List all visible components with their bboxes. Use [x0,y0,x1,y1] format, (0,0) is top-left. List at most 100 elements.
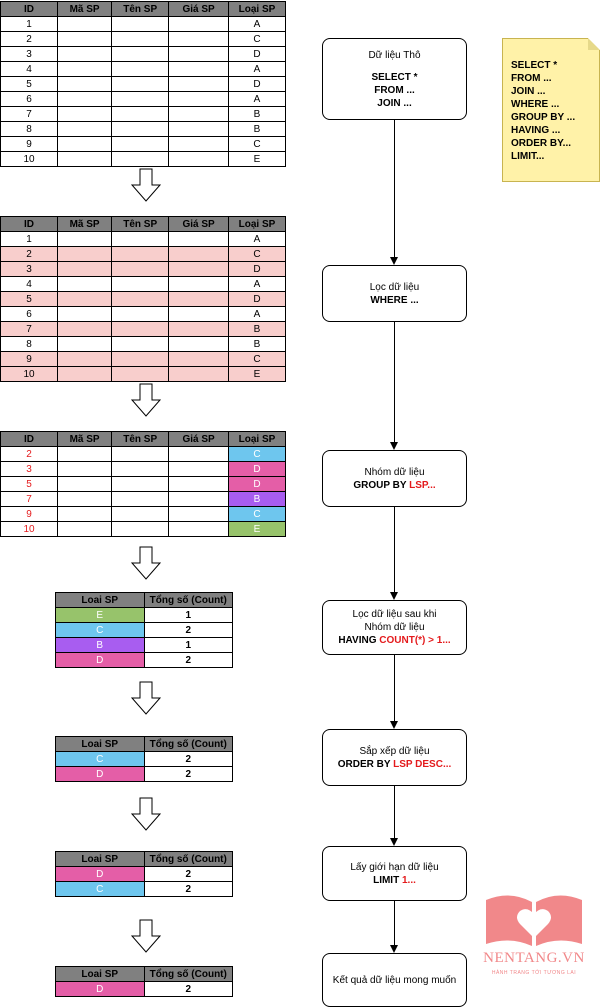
empty-cell [168,16,229,32]
empty-cell [168,61,229,77]
column-header: Loai SP [55,736,145,752]
category-cell: A [227,231,287,247]
note-lines: SELECT *FROM ...JOIN ...WHERE ...GROUP B… [511,59,575,163]
category-cell: A [227,91,287,107]
category-cell: D [55,981,145,997]
empty-cell [56,461,113,477]
note-line: FROM ... [511,73,552,84]
column-header: Tên SP [111,1,170,17]
id-cell: 1 [0,231,58,247]
step-raw-join: JOIN ... [377,97,412,109]
book-heart-icon [486,895,582,946]
category-cell: E [227,366,287,382]
empty-cell [111,491,170,507]
empty-cell [111,76,170,92]
category-cell: D [227,76,287,92]
id-cell: 7 [0,491,58,507]
down-arrow-icon [131,168,161,202]
step-result-title: Kết quả dữ liệu mong muốn [332,974,457,986]
down-arrow-icon [131,919,161,953]
count-cell: 2 [143,866,233,882]
id-cell: 3 [0,261,58,277]
empty-cell [168,321,229,337]
note-fold [588,38,600,50]
column-header: Loại SP [227,431,287,447]
empty-cell [168,476,229,492]
flow-arrowhead [390,945,398,953]
column-header: Giá SP [168,431,229,447]
empty-cell [111,366,170,382]
category-cell: C [227,246,287,262]
column-header: Loai SP [55,851,145,867]
empty-cell [168,231,229,247]
category-cell: D [227,261,287,277]
step-where-box: Lọc dữ liệu WHERE ... [322,265,467,322]
empty-cell [56,491,113,507]
id-cell: 9 [0,136,58,152]
flow-arrowhead [390,721,398,729]
category-cell: A [227,306,287,322]
empty-cell [111,261,170,277]
empty-cell [56,46,113,62]
flow-arrowhead [390,592,398,600]
empty-cell [56,506,113,522]
empty-cell [111,321,170,337]
empty-cell [111,61,170,77]
step-having-keyword: HAVING [338,635,380,646]
flow-arrowhead [390,838,398,846]
column-header: Loại SP [227,1,287,17]
empty-cell [56,276,113,292]
step-raw-select: SELECT * [371,71,418,83]
empty-cell [168,261,229,277]
down-arrow-icon [131,681,161,715]
step-limit-keyword: LIMIT [373,874,402,886]
empty-cell [111,151,170,167]
column-header: Mã SP [56,216,113,232]
empty-cell [168,136,229,152]
category-cell: A [227,61,287,77]
empty-cell [56,16,113,32]
id-cell: 1 [0,16,58,32]
flow-arrowhead [390,442,398,450]
note-line: LIMIT... [511,151,545,162]
down-arrow-icon [131,383,161,417]
step-group-keyword: GROUP BY [353,479,410,491]
empty-cell [168,151,229,167]
category-cell: C [55,751,145,767]
category-cell: D [227,46,287,62]
empty-cell [111,16,170,32]
note-line: WHERE ... [511,99,560,110]
column-header: ID [0,216,58,232]
id-cell: 6 [0,91,58,107]
count-cell: 2 [143,622,233,638]
empty-cell [168,91,229,107]
empty-cell [56,91,113,107]
column-header: Loại SP [227,216,287,232]
column-header: Tổng số (Count) [143,592,233,608]
category-cell: B [227,106,287,122]
id-cell: 8 [0,121,58,137]
step-raw-title: Dữ liệu Thô [368,49,421,61]
note-line: ORDER BY... [511,138,572,149]
category-cell: C [227,136,287,152]
flow-connector [394,506,395,592]
